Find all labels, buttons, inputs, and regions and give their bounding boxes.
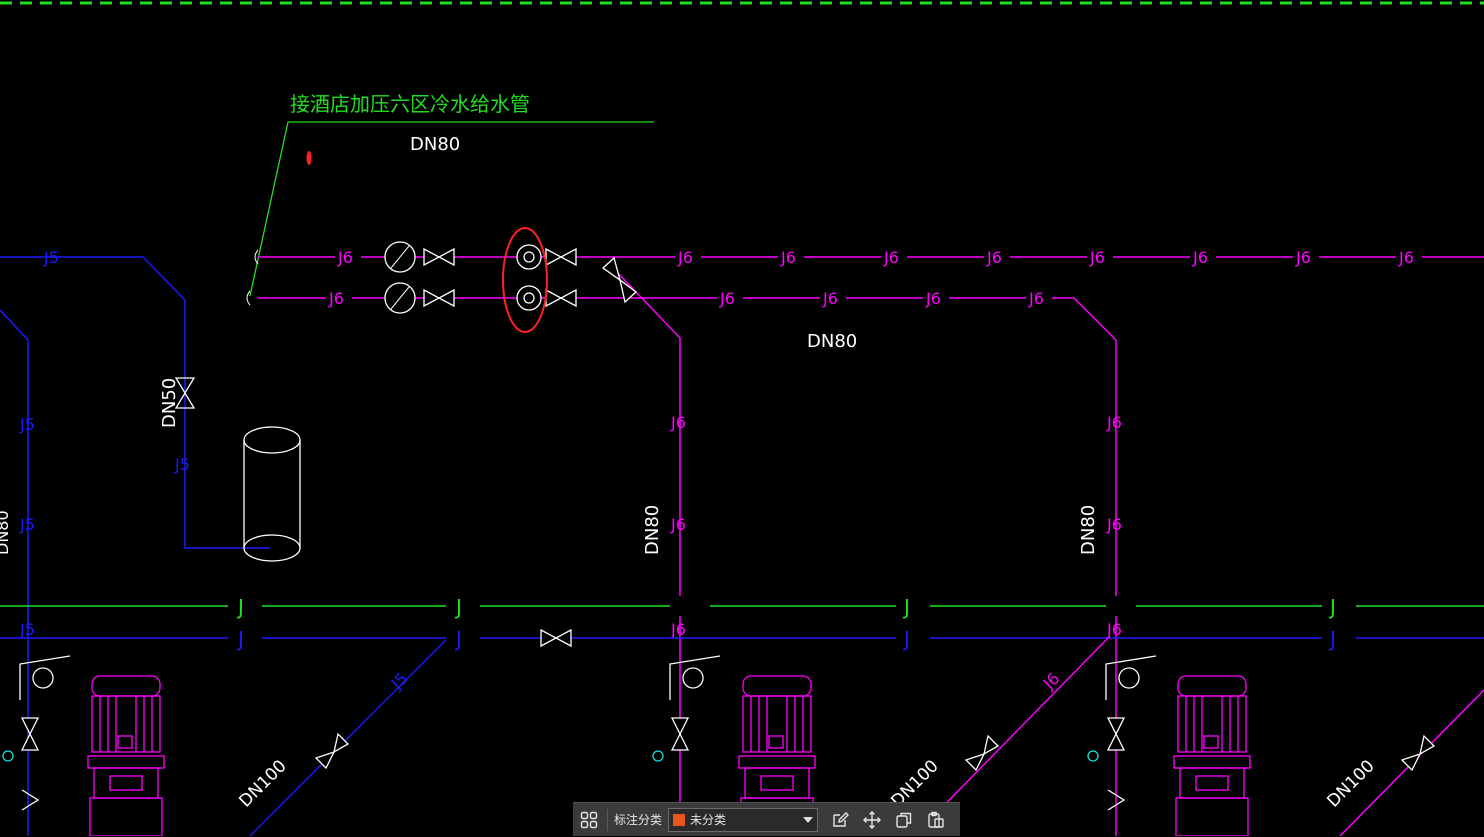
riser-fitting-left[interactable] [19,655,71,811]
tag-j5-left-2: J5 [19,515,35,534]
gauge-cyan-1 [2,750,14,762]
tag-j6-r5: J6 [1106,515,1122,534]
paste-button[interactable] [920,803,952,837]
bypass-valve[interactable] [601,256,638,304]
gauge-cyan-3 [1087,750,1099,762]
pressure-tank[interactable] [243,426,301,562]
pipe-size-riser-right: DN80 [1078,505,1099,555]
tag-j6-t2: J6 [677,248,693,267]
red-mark-small [306,151,312,165]
check-valve-bottom[interactable] [545,288,577,308]
pipe-size-riser-left: DN80 [642,505,663,555]
copy-button[interactable] [888,803,920,837]
red-markup-circle [502,227,548,333]
pump-3[interactable] [1173,675,1251,836]
tag-j6-diag: J6 [1039,669,1064,694]
break-mark-top [254,249,259,265]
tag-j5-vert: J5 [174,455,190,474]
tag-j-4: J [1328,595,1336,619]
move-button[interactable] [856,803,888,837]
tag-j-blue-3: J [902,627,910,651]
magenta-pipe-riser-right [1073,297,1117,836]
tag-j6-r6: J6 [1106,620,1122,639]
grid-icon [580,811,598,828]
tag-j5-left-3: J5 [19,620,35,639]
pump-1[interactable] [87,675,165,836]
tag-j6-t7: J6 [1192,248,1208,267]
annotation-toolbar: 标注分类 未分类 [573,802,960,836]
pipe-size-left-edge: DN80 [0,510,12,555]
gauge-cyan-2 [652,750,664,762]
check-valve-top[interactable] [545,247,577,267]
tag-j6-s1: J6 [328,289,344,308]
tag-j5-diag: J5 [387,669,412,694]
break-mark-bottom [246,290,251,306]
paste-icon [928,811,944,828]
valve-magenta-diag-1[interactable] [964,734,1000,772]
tag-j6-t5: J6 [986,248,1002,267]
pipe-size-dn50: DN50 [159,378,180,428]
copy-icon [896,812,912,828]
category-select[interactable]: 未分类 [668,807,819,832]
tag-j5-top: J5 [43,248,59,267]
tag-j-blue-1: J [236,627,244,651]
tag-j6-r3: J6 [670,620,686,639]
pipe-size-diag-3: DN100 [1323,756,1378,811]
grid-button[interactable] [573,803,605,837]
gate-valve-bottom-1[interactable] [423,288,455,308]
tag-j6-t3: J6 [780,248,796,267]
magenta-pipe-riser-left [614,269,681,836]
edit-icon [833,811,850,827]
tag-j6-s3: J6 [822,289,838,308]
pipe-size-mid: DN80 [807,331,857,352]
gate-valve-blue-line[interactable] [540,628,572,648]
tag-j-2: J [454,595,462,619]
tag-j6-r1: J6 [670,413,686,432]
tag-j6-s5: J6 [1028,289,1044,308]
blue-diag-pipe [249,639,447,836]
chevron-down-icon [803,816,814,823]
category-select-value: 未分类 [690,813,727,827]
tag-j6-r2: J6 [670,515,686,534]
riser-fitting-right[interactable] [1105,655,1157,811]
tag-j6-t4: J6 [883,248,899,267]
pipe-size-top: DN80 [410,134,460,155]
riser-fitting-mid[interactable] [669,655,721,751]
category-label: 标注分类 [614,813,663,827]
meter-top[interactable] [516,244,542,270]
header-note: 接酒店加压六区冷水给水管 [290,92,530,116]
tag-j6-t6: J6 [1089,248,1105,267]
tag-j6-t1: J6 [337,248,353,267]
blue-pipe-left-edge [0,309,29,836]
edit-button[interactable] [824,803,856,837]
valve-magenta-diag-2[interactable] [1400,734,1436,772]
tag-j-blue-2: J [454,627,462,651]
valve-blue-diag[interactable] [314,732,350,770]
category-color-swatch [673,813,686,826]
header-leader-line [249,121,654,297]
tag-j6-r4: J6 [1106,413,1122,432]
tag-j6-t9: J6 [1398,248,1414,267]
tag-j-blue-4: J [1328,627,1336,651]
tag-j6-t8: J6 [1295,248,1311,267]
toolbar-separator [607,808,608,831]
gate-valve-top-1[interactable] [423,247,455,267]
meter-bottom[interactable] [516,285,542,311]
tag-j6-s4: J6 [925,289,941,308]
tag-j-1: J [236,595,244,619]
valve-dn50[interactable] [174,377,196,409]
tag-j5-left-1: J5 [19,415,35,434]
tag-j6-s2: J6 [719,289,735,308]
tag-j-3: J [902,595,910,619]
move-icon [863,810,882,829]
blue-pipe-j5-top [0,256,270,549]
